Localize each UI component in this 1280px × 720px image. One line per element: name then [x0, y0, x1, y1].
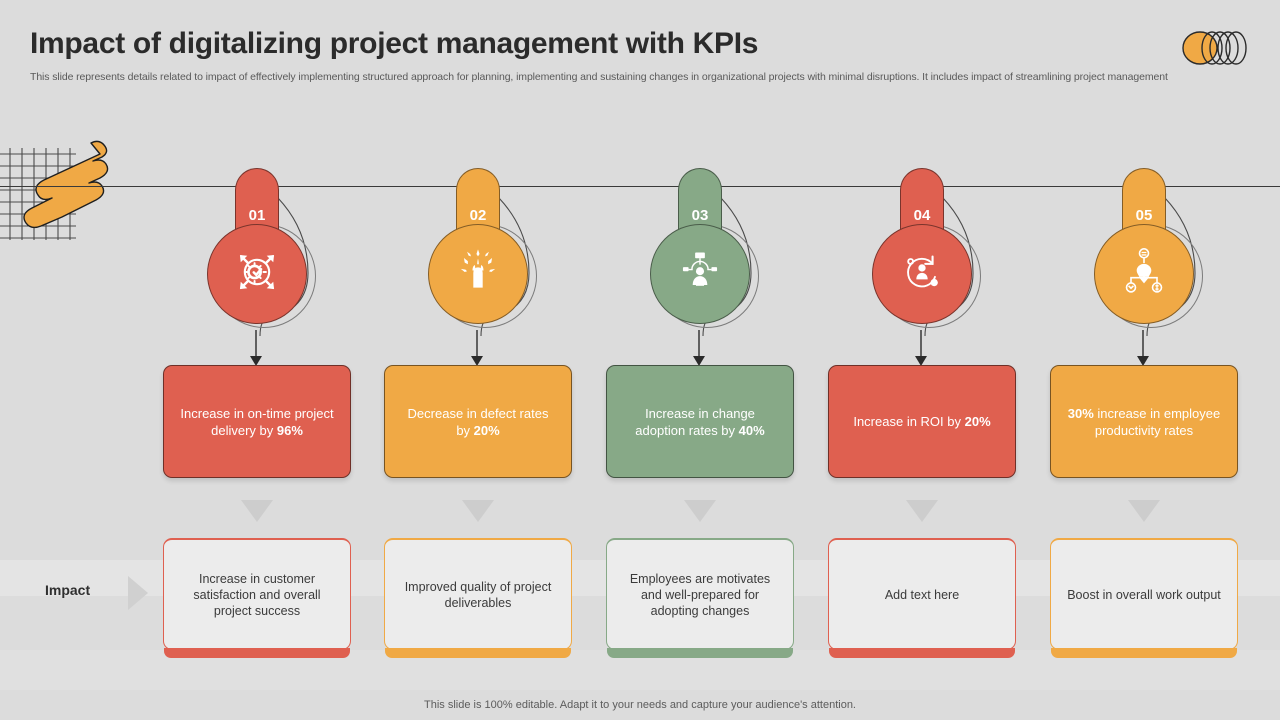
page-subtitle: This slide represents details related to… [30, 71, 1168, 83]
footer-band [0, 690, 1280, 720]
pin-number-badge-03: 03 [678, 168, 722, 230]
metric-text-pre: Increase in ROI by [853, 414, 965, 429]
person-network-icon [674, 246, 726, 303]
impact-card-01[interactable]: Increase in customer satisfaction and ov… [163, 538, 351, 658]
down-chevron-icon [462, 500, 494, 522]
pin-number-label: 03 [691, 207, 709, 224]
idea-distribution-icon [1118, 246, 1170, 303]
down-chevron-icon [1128, 500, 1160, 522]
pin-marker-04[interactable]: 04 [847, 168, 997, 348]
pin-number-badge-02: 02 [456, 168, 500, 230]
metric-box-01[interactable]: Increase in on-time project delivery by … [163, 365, 351, 478]
metric-box-05[interactable]: 30% increase in employee productivity ra… [1050, 365, 1238, 478]
metric-box-03[interactable]: Increase in change adoption rates by 40% [606, 365, 794, 478]
footer-note: This slide is 100% editable. Adapt it to… [424, 699, 856, 711]
pin-number-label: 01 [248, 207, 266, 224]
impact-card-accent-bar [607, 648, 793, 658]
down-chevron-icon [684, 500, 716, 522]
pin-number-badge-05: 05 [1122, 168, 1166, 230]
pin-icon-circle-01[interactable] [207, 224, 307, 324]
metric-box-04[interactable]: Increase in ROI by 20% [828, 365, 1016, 478]
pin-marker-05[interactable]: 05 [1069, 168, 1219, 348]
pin-number-badge-01: 01 [235, 168, 279, 230]
pin-number-badge-04: 04 [900, 168, 944, 230]
impact-card-04[interactable]: Add text here [828, 538, 1016, 658]
pin-number-label: 04 [913, 207, 931, 224]
pin-marker-01[interactable]: 01 [182, 168, 332, 348]
impact-row-label: Impact [45, 582, 91, 598]
impact-card-accent-bar [829, 648, 1015, 658]
pin-to-box-arrow [1137, 330, 1153, 373]
pin-number-label: 02 [469, 207, 487, 224]
pin-marker-02[interactable]: 02 [403, 168, 553, 348]
down-chevron-icon [241, 500, 273, 522]
pointing-hand-decoration [0, 140, 142, 250]
metric-box-text: Decrease in defect rates by 20% [399, 405, 557, 439]
pin-icon-circle-05[interactable] [1094, 224, 1194, 324]
down-chevron-icon [906, 500, 938, 522]
impact-card-02[interactable]: Improved quality of project deliverables [384, 538, 572, 658]
pin-to-box-arrow [915, 330, 931, 373]
company-logo [1174, 26, 1266, 70]
pin-to-box-arrow [693, 330, 709, 373]
pin-icon-circle-04[interactable] [872, 224, 972, 324]
impact-arrow-icon [128, 576, 148, 610]
metric-text-value: 96% [276, 422, 303, 438]
metric-text-value: 20% [964, 414, 991, 429]
timeline-axis [0, 186, 1280, 187]
metric-box-02[interactable]: Decrease in defect rates by 20% [384, 365, 572, 478]
pin-to-box-arrow [250, 330, 266, 373]
metric-text-value: 20% [473, 422, 500, 438]
pin-icon-circle-03[interactable] [650, 224, 750, 324]
impact-card-accent-bar [164, 648, 350, 658]
impact-card-text: Increase in customer satisfaction and ov… [193, 571, 321, 618]
metric-text-pre: Increase in change adoption rates by [635, 405, 755, 438]
pin-icon-circle-02[interactable] [428, 224, 528, 324]
pin-number-label: 05 [1135, 207, 1153, 224]
metric-text-post: increase in employee productivity rates [1093, 405, 1221, 438]
gear-target-icon [231, 246, 283, 303]
pin-to-box-arrow [471, 330, 487, 373]
page-title: Impact of digitalizing project managemen… [30, 27, 759, 60]
impact-card-03[interactable]: Employees are motivates and well-prepare… [606, 538, 794, 658]
impact-card-text: Boost in overall work output [1067, 587, 1221, 602]
metric-box-text: Increase in on-time project delivery by … [178, 405, 336, 439]
impact-card-text: Improved quality of project deliverables [404, 579, 552, 610]
metric-text-value: 40% [738, 422, 765, 438]
pin-marker-03[interactable]: 03 [625, 168, 775, 348]
metric-text-pre: Decrease in defect rates by [407, 405, 549, 438]
impact-card-accent-bar [1051, 648, 1237, 658]
metric-text-pre: Increase in on-time project delivery by [180, 405, 334, 438]
impact-card-text: Add text here [884, 587, 960, 602]
metric-text-value: 30% [1067, 405, 1094, 421]
metric-box-text: Increase in ROI by 20% [853, 413, 990, 430]
metric-box-text: Increase in change adoption rates by 40% [621, 405, 779, 439]
impact-card-05[interactable]: Boost in overall work output [1050, 538, 1238, 658]
slide-header: Impact of digitalizing project managemen… [30, 24, 1260, 84]
person-cycle-icon [896, 246, 948, 303]
metric-box-text: 30% increase in employee productivity ra… [1065, 405, 1223, 439]
impact-card-text: Employees are motivates and well-prepare… [629, 571, 771, 618]
raised-fist-icon [453, 247, 503, 302]
impact-card-accent-bar [385, 648, 571, 658]
